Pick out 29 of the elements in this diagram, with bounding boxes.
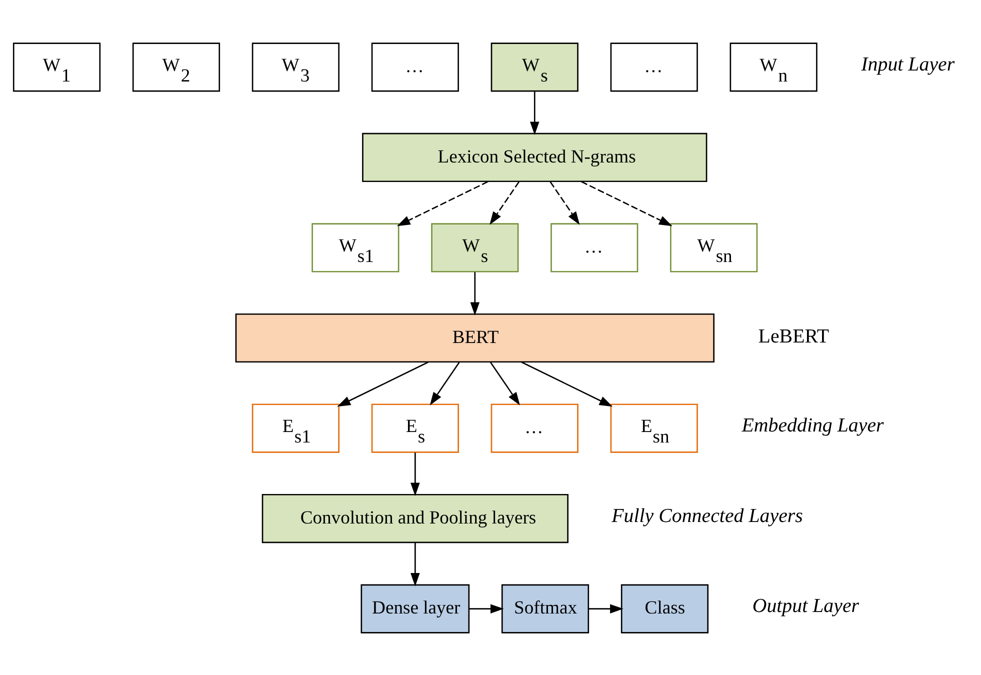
arrow [410,452,420,496]
arrow [337,361,429,406]
node-box: … [610,42,698,92]
label: Embedding Layer [742,414,884,436]
label: Input Layer [861,53,955,76]
arrow [490,361,520,405]
arrow [430,361,460,405]
arrow [530,91,540,134]
arrow [470,272,480,316]
arrow [580,180,672,226]
arrow [521,361,613,406]
node-box: … [550,222,638,272]
label: Fully Connected Layers [612,504,803,526]
node-box: … [371,42,459,92]
label: Output Layer [752,594,860,617]
label: LeBERT [758,325,829,348]
arrow [469,604,504,613]
arrow [490,180,520,224]
arrow [410,542,420,586]
node-box: Dense layer [360,584,470,633]
node-box: Softmax [501,584,590,633]
arrow [396,180,488,226]
node-box: Lexicon Selected N-grams [362,132,708,182]
arrow [550,180,580,224]
node-box: BERT [235,312,714,362]
node-box: Class [620,584,709,633]
arrow [588,604,624,613]
node-box: Convolution and Pooling layers [262,493,568,543]
node-box: … [490,403,578,452]
